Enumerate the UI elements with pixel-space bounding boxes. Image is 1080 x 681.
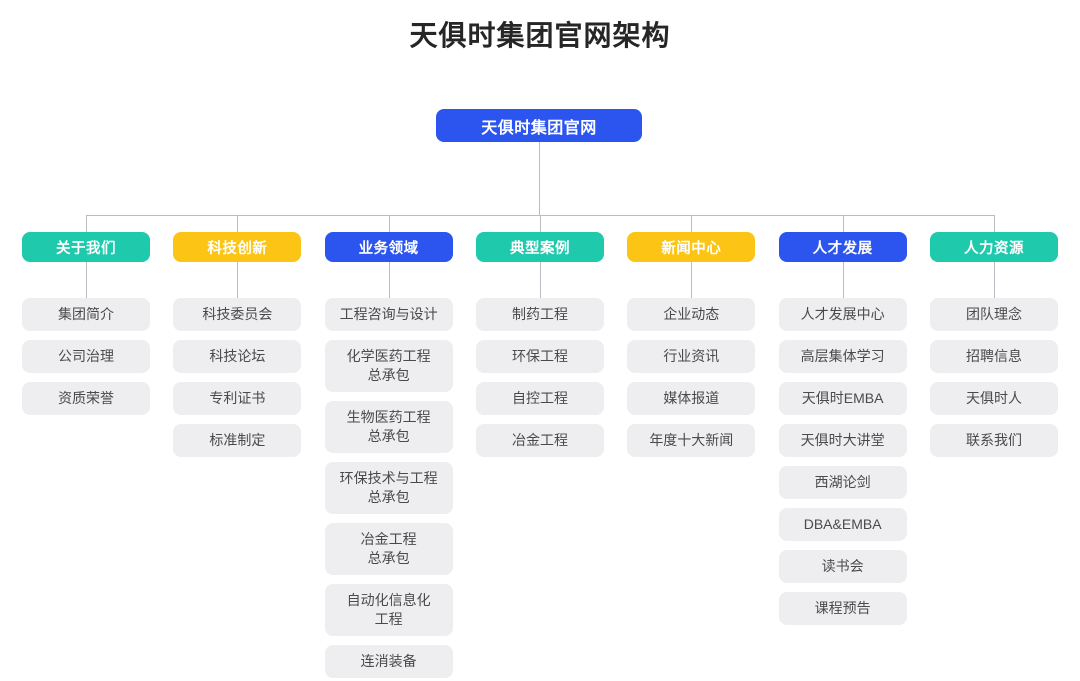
column-stem-connector-6: [843, 262, 844, 298]
leaf-item[interactable]: 连消装备: [324, 645, 453, 678]
leaf-item[interactable]: 自控工程: [475, 382, 604, 415]
leaf-item[interactable]: 生物医药工程 总承包: [324, 401, 453, 453]
column-stem-connector-1: [86, 262, 87, 298]
leaf-item[interactable]: 冶金工程 总承包: [324, 523, 453, 575]
column-header-7[interactable]: 人力资源: [929, 232, 1058, 262]
column-drop-connector-6: [843, 215, 844, 232]
column-header-2[interactable]: 科技创新: [173, 232, 302, 262]
column-drop-connector-2: [237, 215, 238, 232]
leaf-item[interactable]: 天俱时大讲堂: [778, 424, 907, 457]
leaf-item[interactable]: 高层集体学习: [778, 340, 907, 373]
leaf-list-3: 工程咨询与设计化学医药工程 总承包生物医药工程 总承包环保技术与工程 总承包冶金…: [324, 298, 453, 678]
leaf-item[interactable]: 企业动态: [627, 298, 756, 331]
leaf-item[interactable]: 公司治理: [22, 340, 150, 373]
leaf-list-1: 集团简介公司治理资质荣誉: [22, 298, 150, 415]
leaf-item[interactable]: 冶金工程: [475, 424, 604, 457]
column-6: 人才发展人才发展中心高层集体学习天俱时EMBA 天俱时大讲堂西湖论剑 DBA&EMB…: [778, 232, 907, 678]
leaf-item[interactable]: 集团简介: [22, 298, 150, 331]
leaf-item[interactable]: 专利证书: [173, 382, 302, 415]
leaf-item[interactable]: 人才发展中心: [778, 298, 907, 331]
leaf-item[interactable]: 工程咨询与设计: [324, 298, 453, 331]
column-drop-connector-7: [994, 215, 995, 232]
leaf-item[interactable]: 天俱时人: [929, 382, 1058, 415]
column-drop-connector-3: [389, 215, 390, 232]
leaf-item[interactable]: 课程预告: [778, 592, 907, 625]
column-stem-connector-7: [994, 262, 995, 298]
leaf-item[interactable]: 科技论坛: [173, 340, 302, 373]
column-5: 新闻中心企业动态行业资讯媒体报道年度十大新闻: [627, 232, 756, 678]
leaf-item[interactable]: 读书会: [778, 550, 907, 583]
column-stem-connector-5: [691, 262, 692, 298]
leaf-list-7: 团队理念招聘信息天俱时人联系我们: [929, 298, 1058, 457]
column-header-5[interactable]: 新闻中心: [627, 232, 756, 262]
page-title: 天俱时集团官网架构: [409, 20, 671, 51]
leaf-item[interactable]: 环保技术与工程 总承包: [324, 462, 453, 514]
leaf-list-4: 制药工程环保工程自控工程冶金工程: [475, 298, 604, 457]
column-drop-connector-5: [691, 215, 692, 232]
leaf-item[interactable]: 年度十大新闻: [627, 424, 756, 457]
leaf-item[interactable]: DBA&EMBA: [778, 508, 907, 541]
column-1: 关于我们集团简介公司治理资质荣誉: [22, 232, 150, 678]
leaf-item[interactable]: 资质荣誉: [22, 382, 150, 415]
column-7: 人力资源团队理念招聘信息天俱时人联系我们: [929, 232, 1058, 678]
root-node[interactable]: 天俱时集团官网: [436, 109, 642, 142]
column-header-3[interactable]: 业务领域: [324, 232, 453, 262]
leaf-item[interactable]: 自动化信息化 工程: [324, 584, 453, 636]
leaf-list-6: 人才发展中心高层集体学习天俱时EMBA 天俱时大讲堂西湖论剑 DBA&EMBA 读书会…: [778, 298, 907, 625]
column-3: 业务领域工程咨询与设计化学医药工程 总承包生物医药工程 总承包环保技术与工程 总…: [324, 232, 453, 678]
column-stem-connector-3: [389, 262, 390, 298]
leaf-item[interactable]: 招聘信息: [929, 340, 1058, 373]
column-2: 科技创新科技委员会科技论坛专利证书标准制定: [173, 232, 302, 678]
leaf-item[interactable]: 标准制定: [173, 424, 302, 457]
leaf-item[interactable]: 制药工程: [475, 298, 604, 331]
leaf-item[interactable]: 化学医药工程 总承包: [324, 340, 453, 392]
leaf-item[interactable]: 天俱时EMBA: [778, 382, 907, 415]
leaf-item[interactable]: 西湖论剑: [778, 466, 907, 499]
leaf-item[interactable]: 联系我们: [929, 424, 1058, 457]
column-header-1[interactable]: 关于我们: [22, 232, 150, 262]
leaf-list-5: 企业动态行业资讯媒体报道年度十大新闻: [627, 298, 756, 457]
column-4: 典型案例制药工程环保工程自控工程冶金工程: [475, 232, 604, 678]
column-stem-connector-2: [237, 262, 238, 298]
column-drop-connector-4: [540, 215, 541, 232]
leaf-item[interactable]: 科技委员会: [173, 298, 302, 331]
column-container: 关于我们集团简介公司治理资质荣誉科技创新科技委员会科技论坛专利证书标准制定业务领…: [0, 232, 1080, 678]
leaf-item[interactable]: 媒体报道: [627, 382, 756, 415]
column-drop-connector-1: [86, 215, 87, 232]
column-header-4[interactable]: 典型案例: [475, 232, 604, 262]
leaf-item[interactable]: 团队理念: [929, 298, 1058, 331]
leaf-item[interactable]: 环保工程: [475, 340, 604, 373]
column-header-6[interactable]: 人才发展: [778, 232, 907, 262]
leaf-list-2: 科技委员会科技论坛专利证书标准制定: [173, 298, 302, 457]
root-stem-connector: [539, 142, 540, 215]
column-stem-connector-4: [540, 262, 541, 298]
leaf-item[interactable]: 行业资讯: [627, 340, 756, 373]
